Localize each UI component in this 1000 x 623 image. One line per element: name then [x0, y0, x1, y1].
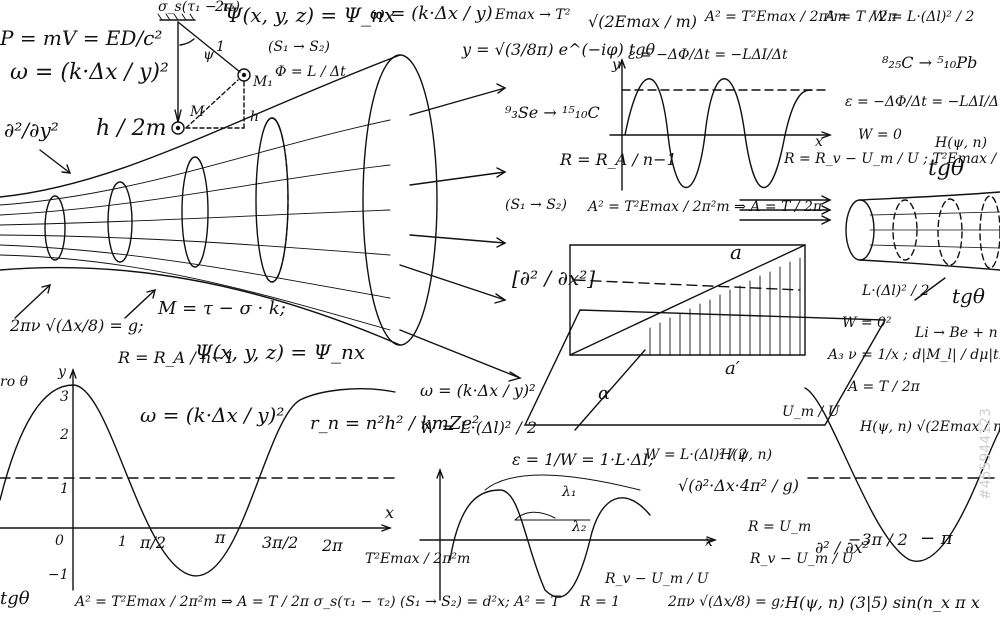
formula-eps-right: ε = −ΔΦ/Δt = −LΔI/Δt: [845, 94, 1000, 110]
label-lambda2: λ₂: [572, 519, 587, 535]
formula-momentum: P = mV = ED/c²: [0, 26, 163, 50]
formula-partial-x-2: ∂² / ∂x²: [815, 538, 869, 557]
label-a-prime: a′: [725, 358, 740, 379]
top-xlabel: x: [815, 134, 823, 150]
label-a: a: [730, 240, 742, 264]
chart-left: [0, 368, 396, 591]
left-xtick-3pi2: 3π/2: [262, 533, 299, 552]
label-m: M: [190, 104, 205, 120]
left-ylabel: y: [58, 364, 66, 380]
formula-omega-top: ω = (k·Δx / y): [370, 3, 493, 24]
formula-eps-1w: ε = 1/W = 1·L·ΔI;: [512, 450, 654, 469]
pendulum-diagram: [157, 13, 251, 135]
chart-top: [609, 58, 832, 191]
label-neg-pi: − π: [920, 528, 953, 549]
left-xtick-pi2: π/2: [140, 533, 167, 552]
label-2pi: 2π: [215, 0, 234, 15]
left-xlabel: x: [385, 503, 395, 522]
label-ro: ro θ: [0, 374, 28, 390]
formula-r1: R = 1: [580, 594, 621, 610]
watermark: #455944123: [978, 408, 994, 500]
formula-hpsi-3: H(ψ, n): [720, 447, 773, 463]
label-psi-angle: ψ: [203, 47, 214, 63]
formula-omega: ω = (k·Δx / y)²: [10, 60, 169, 85]
formula-a3: A₃ ν = 1/x ; d|M_l| / dμ|t₁| τ θc: [828, 347, 1000, 363]
formula-hpsi: H(ψ, n): [935, 135, 988, 151]
formula-psi: Ψ(x, y, z) = Ψ_nx: [195, 340, 366, 364]
formula-partial-x: [∂² / ∂x²]: [512, 266, 596, 290]
formula-sqrt-2emax: √(2Emax / m): [588, 12, 698, 31]
formula-partial-y: ∂²/∂y²: [4, 118, 59, 142]
formula-top-wl: W = L·(Δl)² / 2: [872, 9, 975, 25]
formula-rv-2: R_v − U_m / U: [750, 551, 854, 567]
top-ylabel: y: [612, 57, 620, 73]
formula-r-ra-2: R = R_A / n−1: [560, 150, 677, 169]
formula-r-um: R = U_m: [748, 519, 812, 535]
formula-w0: W = 0: [858, 127, 902, 143]
formula-top-at: A = T / 2π: [825, 9, 897, 25]
formula-omega-2: ω = (k·Δx / y)²: [140, 403, 285, 427]
formula-tg2: tgθ: [952, 284, 985, 308]
plane-diagram: [523, 244, 887, 431]
chart-mid: [419, 468, 717, 601]
arrows-right: [14, 83, 946, 382]
left-ytick-neg1: −1: [48, 567, 69, 583]
formula-rv-3: R_v − U_m / U: [605, 571, 709, 587]
formula-m-tau: M = τ − σ · k;: [158, 298, 286, 319]
left-ytick-3: 3: [60, 389, 69, 405]
left-ytick-0: 0: [55, 533, 64, 549]
label-tg-left: tgθ: [0, 588, 30, 609]
formula-tg: tgθ: [928, 156, 965, 181]
formula-s12: (S₁ → S₂): [268, 39, 330, 55]
formula-sin: H(ψ, n) (3|5) sin(n_x π x: [785, 593, 980, 612]
formula-a-squared: A² = T²Emax / 2π²m ⇒ A = T / 2π: [588, 199, 823, 215]
funnel-drawing: [0, 54, 438, 346]
label-3pi2: −3π / 2: [848, 530, 908, 549]
formula-2piv-2: 2πν √(Δx/8) = g;: [668, 594, 785, 610]
formula-r-ra: R = R_A / n−1: [118, 348, 235, 367]
formula-phi: Φ = L / Δt: [275, 64, 346, 80]
mid-xlabel: x: [705, 534, 713, 550]
label-m1: M₁: [253, 74, 273, 90]
formula-s12-b: (S₁ → S₂): [505, 197, 567, 213]
formula-emax: Emax → T²: [495, 7, 571, 23]
formula-w-l: W = L·(Δl)² / 2: [420, 418, 538, 437]
formula-psi-top: Ψ(x, y, z) = Ψ_nx: [225, 3, 396, 27]
label-one: 1: [216, 39, 225, 55]
formula-omega-3: ω = (k·Δx / y)²: [420, 381, 536, 400]
formula-y: y = √(3/8π) e^(−iφ) tgθ: [462, 40, 656, 59]
formula-w02: W = 0²: [842, 315, 892, 331]
cylinder-drawing: [845, 191, 1000, 271]
formula-rn: r_n = n²h² / kmZe²: [310, 413, 480, 434]
formula-se: ⁹₃Se → ¹⁵₁₀C: [505, 103, 600, 122]
label-alpha: α: [598, 383, 611, 404]
formula-temax: T²Emax / 2π²m: [365, 551, 471, 567]
formula-li-be: Li → Be + n: [915, 325, 998, 341]
formula-a-2pi: A = T / 2π: [848, 379, 920, 395]
formula-2piv: 2πν √(Δx/8) = g;: [10, 316, 144, 335]
formula-sigma: σ_s(τ₁ − τ₂): [158, 0, 241, 15]
formula-sqrt-big: √(∂²·Δx·4π² / g): [678, 476, 800, 495]
formula-top-a: A² = T²Emax / 2π²m: [705, 9, 847, 25]
formula-um: U_m / U: [782, 404, 840, 420]
formula-pb: ⁸₂₅C → ⁵₁₀Pb: [882, 53, 978, 72]
formula-eps-top: ε = −ΔΦ/Δt = −LΔI/Δt: [628, 47, 788, 63]
left-xtick-1: 1: [118, 534, 127, 550]
formula-wl2: L·(Δl)² / 2: [862, 283, 930, 299]
formula-bottom-line: A² = T²Emax / 2π²m ⇒ A = T / 2π σ_s(τ₁ −…: [75, 594, 560, 610]
label-lambda1: λ₁: [562, 484, 577, 500]
formula-h-2m: h / 2m: [96, 116, 167, 141]
formula-rv: R = R_v − U_m / U ; T²Emax / 2π²m: [784, 151, 1000, 167]
left-xtick-pi: π: [215, 528, 226, 547]
left-ytick-1: 1: [60, 481, 69, 497]
chart-right: [804, 387, 1000, 562]
formula-wl3: W = L·(Δl)² / 2: [645, 447, 748, 463]
formula-hpsi-2: H(ψ, n) √(2Emax / m): [860, 419, 1000, 435]
left-ytick-2: 2: [60, 427, 69, 443]
left-xtick-2pi: 2π: [322, 536, 343, 555]
label-h: h: [250, 109, 260, 125]
